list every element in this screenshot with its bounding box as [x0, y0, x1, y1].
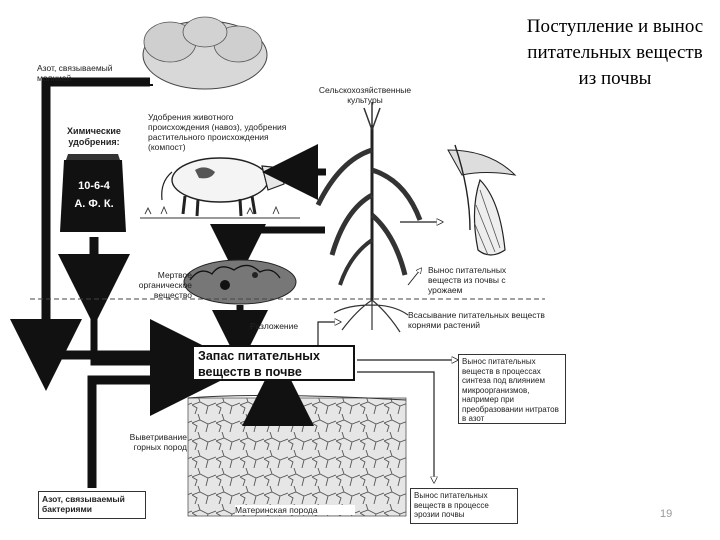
- bag-label-formula: 10-6-4: [78, 180, 110, 192]
- label-decomposition: Разложение: [250, 321, 299, 331]
- label-bedrock: Материнская порода: [235, 505, 355, 515]
- fertilizer-bag-icon: [60, 154, 126, 232]
- page-number: 19: [660, 508, 673, 520]
- label-nitrogen-lightning: Азот, связываемый молнией: [37, 63, 113, 83]
- label-harvest-removal: Вынос питательных веществ из почвы с уро…: [428, 265, 507, 295]
- erosion-removal-box: Вынос питательных веществ в процессе эро…: [410, 488, 518, 524]
- label-crops: Сельскохозяйственные культуры: [318, 85, 412, 105]
- label-weathering: Выветривание горных пород: [129, 432, 187, 452]
- bedrock-icon: [187, 394, 407, 517]
- cloud-icon: [142, 16, 268, 90]
- corn-plant-icon: [315, 102, 423, 333]
- nutrient-pool-box: Запас питательных веществ в почве: [192, 345, 355, 381]
- label-animal-fertilizer: Удобрения животного происхождения (навоз…: [148, 112, 287, 152]
- microbe-removal-box: Вынос питательных веществ в процессах си…: [458, 354, 566, 424]
- label-root-absorption: Всасывание питательных веществ корнями р…: [408, 310, 545, 330]
- label-chemical-fertilizers: Химические удобрения:: [67, 126, 121, 147]
- nitrogen-bacteria-box: Азот, связываемый бактериями: [38, 491, 146, 519]
- cow-icon: [140, 157, 300, 219]
- organic-matter-icon: [183, 259, 297, 305]
- corn-cob-icon: [447, 144, 517, 256]
- bag-label-npk: А. Ф. К.: [74, 198, 114, 210]
- slide-title: Поступление и вынос питательных веществ …: [526, 16, 704, 89]
- label-dead-organic: Мертвое органическое вещество: [138, 270, 192, 300]
